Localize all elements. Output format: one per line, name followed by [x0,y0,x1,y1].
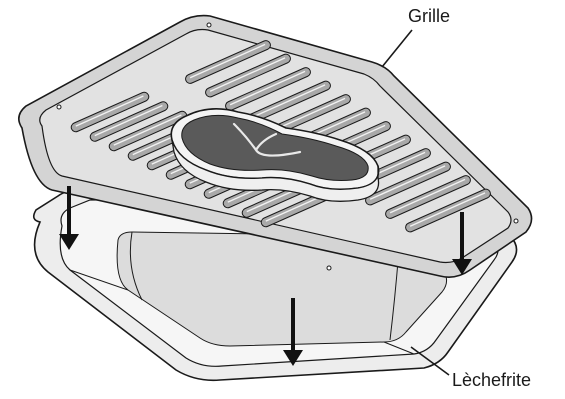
rim-dot [57,105,61,109]
rim-dot [207,23,211,27]
rim-dot [327,266,331,270]
rim-dot [514,219,518,223]
lechefrite-label: Lèchefrite [452,371,531,389]
grille-leader-line [382,30,412,67]
grille-label: Grille [408,7,450,25]
